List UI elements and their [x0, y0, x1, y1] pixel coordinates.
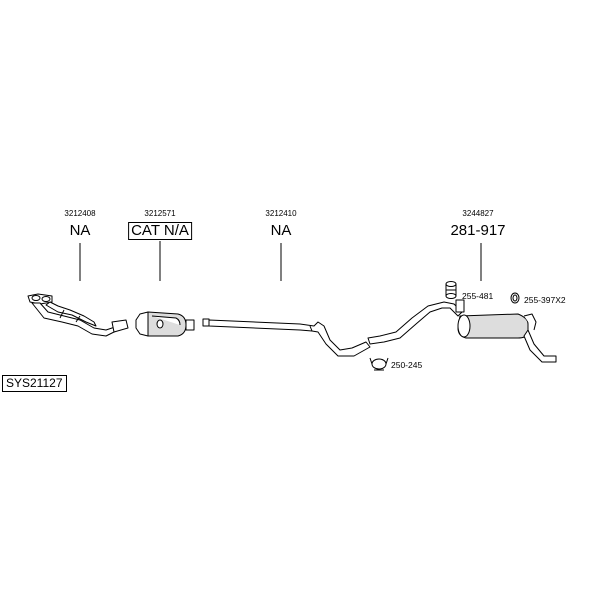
middle-pipe[interactable]	[202, 318, 371, 357]
part-code-catalyst: 3212571	[144, 209, 176, 218]
accessory-label-clamp[interactable]: 250-245	[391, 360, 423, 370]
accessory-label-gasket[interactable]: 255-397X2	[524, 295, 566, 305]
part-code-middle-pipe: 3212410	[265, 209, 297, 218]
part-label-front-pipe[interactable]: NA	[69, 222, 91, 239]
part-code-front-pipe: 3212408	[64, 209, 96, 218]
part-code-rear-silencer: 3244827	[462, 209, 494, 218]
part-label-middle-pipe[interactable]: NA	[270, 222, 292, 239]
part-label-catalyst[interactable]: CAT N/A	[128, 222, 192, 240]
part-label-rear-silencer[interactable]: 281-917	[450, 222, 506, 239]
accessory-label-mount[interactable]: 255-481	[462, 291, 494, 301]
ring-gasket-icon[interactable]	[510, 292, 520, 304]
system-id-label: SYS21127	[2, 375, 67, 392]
catalytic-converter[interactable]	[135, 311, 195, 337]
front-pipe[interactable]	[27, 293, 129, 337]
rubber-mount-icon[interactable]	[445, 281, 457, 299]
rear-silencer[interactable]	[367, 299, 557, 363]
clamp-icon[interactable]	[369, 357, 389, 371]
